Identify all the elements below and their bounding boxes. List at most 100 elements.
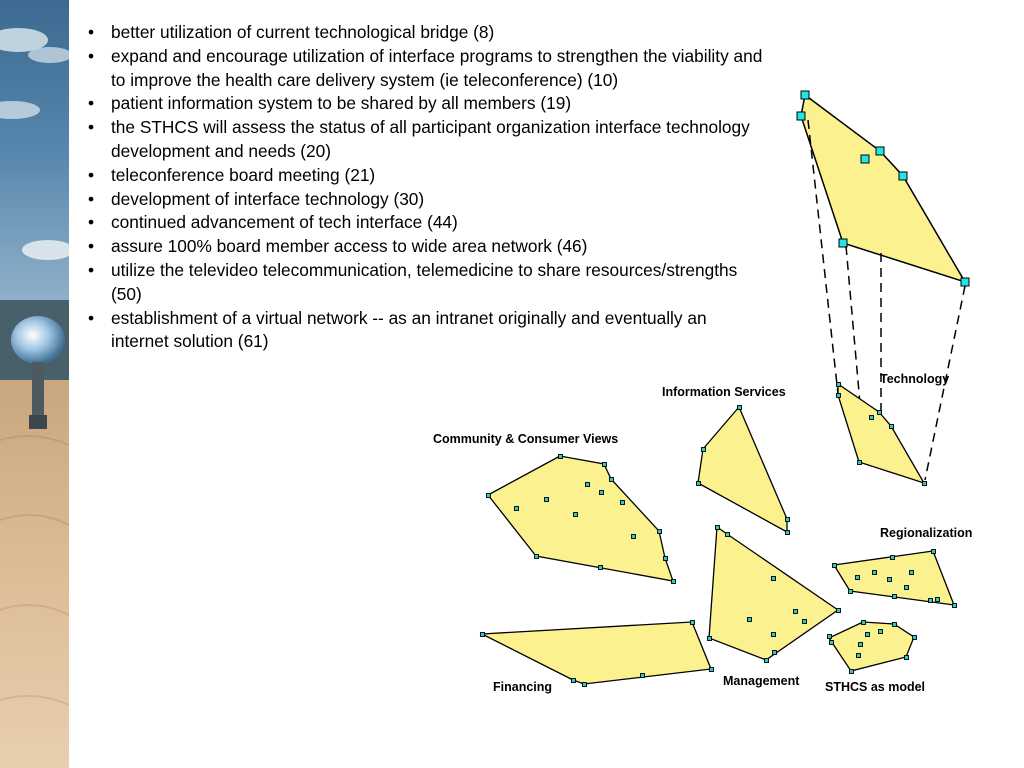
data-point-marker [922, 481, 927, 486]
technology-label: Technology [880, 372, 949, 386]
data-point-marker [890, 555, 895, 560]
data-point-marker [869, 415, 874, 420]
data-point-marker [631, 534, 636, 539]
data-point-marker [558, 454, 563, 459]
data-point-marker [855, 575, 860, 580]
data-point-marker [892, 594, 897, 599]
bullet-item: the STHCS will assess the status of all … [86, 116, 766, 164]
data-point-marker [898, 171, 908, 181]
data-point-marker [640, 673, 645, 678]
bullet-item: teleconference board meeting (21) [86, 164, 766, 188]
bullet-item: establishment of a virtual network -- as… [86, 307, 766, 355]
data-point-marker [872, 570, 877, 575]
data-point-marker [836, 382, 841, 387]
data-point-marker [571, 678, 576, 683]
regionalization-label: Regionalization [880, 526, 972, 540]
data-point-marker [931, 549, 936, 554]
information-services-label: Information Services [662, 385, 786, 399]
desert-landscape-art [0, 0, 69, 768]
data-point-marker [861, 620, 866, 625]
data-point-marker [878, 629, 883, 634]
data-point-marker [875, 146, 885, 156]
data-point-marker [671, 579, 676, 584]
data-point-marker [696, 481, 701, 486]
sthcs-model-label: STHCS as model [825, 680, 925, 694]
bullet-item: continued advancement of tech interface … [86, 211, 766, 235]
technology-polygon [837, 382, 926, 485]
data-point-marker [829, 640, 834, 645]
data-point-marker [904, 655, 909, 660]
bullet-item: patient information system to be shared … [86, 92, 766, 116]
information-services-cluster [697, 405, 788, 534]
data-point-marker [856, 653, 861, 658]
data-point-marker [690, 620, 695, 625]
data-point-marker [836, 393, 841, 398]
data-point-marker [892, 622, 897, 627]
desert-sidebar-image [0, 0, 69, 768]
data-point-marker [857, 460, 862, 465]
bullet-item: assure 100% board member access to wide … [86, 235, 766, 259]
data-point-marker [602, 462, 607, 467]
sthcs-model-polygon [828, 621, 915, 672]
management-label: Management [723, 674, 800, 688]
data-point-marker [486, 493, 491, 498]
data-point-marker [802, 619, 807, 624]
technology-enlarged-cluster [796, 90, 970, 287]
data-point-marker [827, 634, 832, 639]
data-point-marker [544, 497, 549, 502]
data-point-marker [952, 603, 957, 608]
bullet-list: better utilization of current technologi… [86, 21, 766, 354]
data-point-marker [737, 405, 742, 410]
data-point-marker [598, 565, 603, 570]
data-point-marker [860, 154, 870, 164]
data-point-marker [764, 658, 769, 663]
data-point-marker [772, 650, 777, 655]
data-point-marker [599, 490, 604, 495]
data-point-marker [865, 632, 870, 637]
data-point-marker [620, 500, 625, 505]
data-point-marker [514, 506, 519, 511]
management-cluster [708, 525, 840, 661]
data-point-marker [707, 636, 712, 641]
information-services-polygon [697, 405, 788, 534]
data-point-marker [848, 589, 853, 594]
bullet-item: expand and encourage utilization of inte… [86, 45, 766, 93]
small-markers [480, 382, 957, 687]
projection-line [845, 245, 866, 461]
data-point-marker [771, 576, 776, 581]
projection-line [924, 285, 966, 481]
data-point-marker [928, 598, 933, 603]
data-point-marker [785, 517, 790, 522]
data-point-marker [480, 632, 485, 637]
data-point-marker [832, 563, 837, 568]
data-point-marker [960, 277, 970, 287]
data-point-marker [715, 525, 720, 530]
community-cluster [487, 455, 674, 582]
data-point-marker [858, 642, 863, 647]
data-point-marker [582, 682, 587, 687]
data-point-marker [889, 424, 894, 429]
projection-line [807, 119, 839, 395]
community-polygon [487, 455, 674, 582]
financing-label: Financing [493, 680, 552, 694]
data-point-marker [912, 635, 917, 640]
community-label: Community & Consumer Views [433, 432, 618, 446]
data-point-marker [534, 554, 539, 559]
data-point-marker [771, 632, 776, 637]
bullet-item: better utilization of current technologi… [86, 21, 766, 45]
data-point-marker [585, 482, 590, 487]
data-point-marker [785, 530, 790, 535]
data-point-marker [904, 585, 909, 590]
data-point-marker [793, 609, 798, 614]
data-point-marker [725, 532, 730, 537]
data-point-marker [701, 447, 706, 452]
data-point-marker [657, 529, 662, 534]
data-point-marker [909, 570, 914, 575]
data-point-marker [877, 410, 882, 415]
bullet-item: utilize the televideo telecommunication,… [86, 259, 766, 307]
sthcs-model-cluster [828, 621, 915, 672]
financing-polygon [479, 621, 712, 685]
data-point-marker [573, 512, 578, 517]
data-point-marker [887, 577, 892, 582]
